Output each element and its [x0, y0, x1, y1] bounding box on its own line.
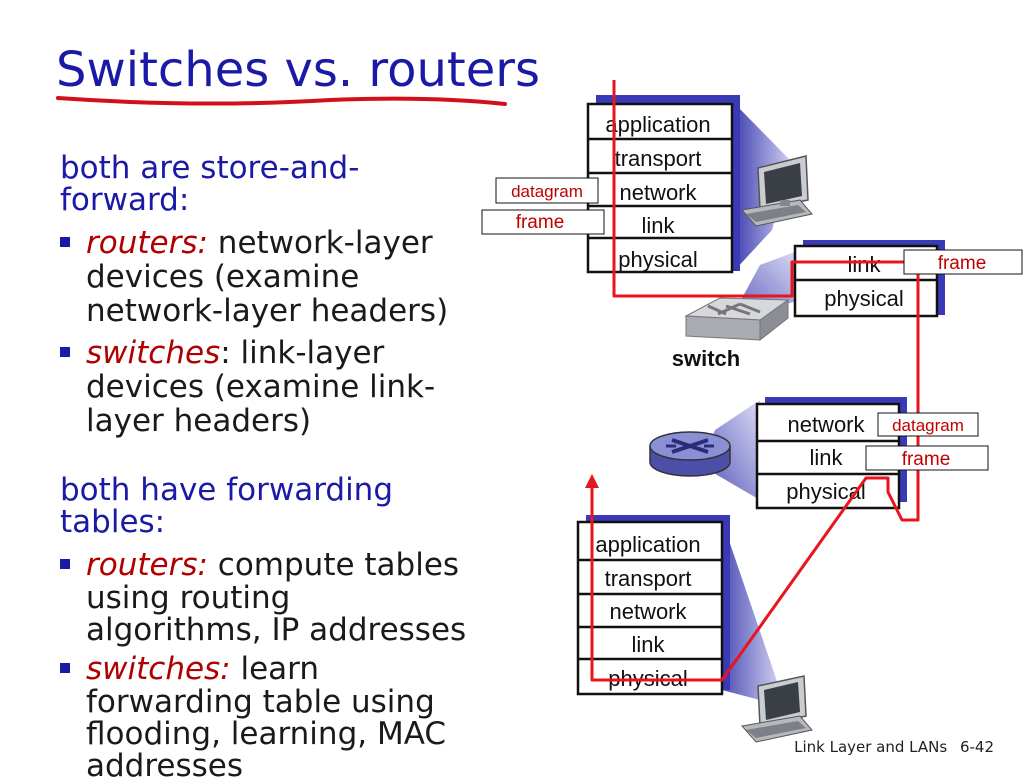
title-underline — [56, 96, 507, 106]
bullet-square-icon — [60, 347, 70, 357]
stack-layer-label: link — [809, 445, 843, 470]
bullet-text: network-layer — [207, 225, 433, 261]
tag-frame-router: frame — [865, 445, 989, 471]
bullet-text: flooding, learning, MAC — [86, 716, 447, 752]
bullet-text: algorithms, IP addresses — [86, 612, 467, 648]
stack-layer-label: network — [619, 180, 697, 205]
bullet-text: layer headers) — [86, 403, 312, 439]
router-icon — [649, 431, 731, 477]
tag-datagram-host: datagram — [495, 177, 599, 204]
stack-layer-label: application — [605, 112, 710, 137]
stack-layer-label: link — [847, 252, 881, 277]
footer-section: Link Layer and LANs — [794, 738, 948, 756]
bullet-routers-compute: routers: compute tables using routing al… — [60, 548, 500, 646]
computer-icon — [741, 675, 813, 743]
stack-layer-label: network — [609, 599, 687, 624]
stack-layer-label: physical — [824, 286, 903, 311]
term-routers: routers: — [86, 225, 208, 261]
tag-text: datagram — [511, 182, 583, 201]
stack-layer-label: transport — [605, 566, 692, 591]
footer-page-number: 6-42 — [959, 738, 994, 756]
bullet-text: link-layer — [230, 335, 385, 371]
bullet-text: forwarding table using — [86, 684, 435, 720]
stack-layer-label: physical — [786, 479, 865, 504]
bullet-square-icon — [60, 663, 70, 673]
bullet-switches-learn: switches: learn forwarding table using f… — [60, 652, 500, 782]
packet-path-line — [590, 80, 920, 682]
switch-icon — [684, 297, 790, 342]
bullet-text: learn — [230, 651, 320, 687]
bullet-text: devices (examine — [86, 259, 360, 295]
tag-frame-host: frame — [481, 209, 605, 235]
tag-text: frame — [938, 253, 987, 274]
bullet-square-icon — [60, 559, 70, 569]
heading-line-1: both are store-and- — [60, 150, 360, 186]
term-switches: switches — [86, 335, 221, 371]
store-forward-section: both are store-and- forward: routers: ne… — [60, 152, 490, 438]
heading-line-2: tables: — [60, 504, 166, 540]
bullet-text: using routing — [86, 580, 291, 616]
stack-layer-label: link — [631, 632, 665, 657]
tag-datagram-router: datagram — [877, 412, 979, 437]
tag-text: frame — [902, 449, 951, 470]
bullet-text: devices (examine link- — [86, 369, 436, 405]
stack-layer-label: transport — [615, 146, 702, 171]
bullet-switches-link: switches: link-layer devices (examine li… — [60, 336, 490, 438]
bullet-colon: : — [220, 335, 231, 371]
stack-layer-label: physical — [618, 247, 697, 272]
slide-footer: Link Layer and LANs 6-42 — [794, 738, 994, 756]
forwarding-tables-section: both have forwarding tables: routers: co… — [60, 474, 500, 782]
bullet-routers-network: routers: network-layer devices (examine … — [60, 226, 490, 328]
term-routers: routers: — [86, 547, 208, 583]
heading-line-2: forward: — [60, 182, 190, 218]
tag-text: frame — [516, 212, 565, 233]
stack-layer-label: link — [641, 213, 675, 238]
tag-text: datagram — [892, 416, 964, 435]
host-top-stack: application transport network link physi… — [586, 95, 740, 274]
host-bottom-beam — [722, 520, 780, 700]
stack-layer-label: network — [787, 412, 865, 437]
term-switches: switches: — [86, 651, 231, 687]
heading-line-1: both have forwarding — [60, 472, 394, 508]
tag-frame-switch: frame — [903, 249, 1023, 275]
network-diagram: application transport network link physi… — [481, 80, 1023, 743]
host-bottom-stack: application transport network link physi… — [576, 515, 730, 696]
bullet-text: network-layer headers) — [86, 293, 449, 329]
heading-forwarding-tables: both have forwarding tables: — [60, 474, 500, 538]
computer-icon — [741, 155, 813, 227]
slide-title: Switches vs. routers — [56, 42, 540, 98]
switch-label: switch — [672, 346, 740, 371]
bullet-text: compute tables — [207, 547, 460, 583]
stack-layer-label: application — [595, 532, 700, 557]
bullet-square-icon — [60, 237, 70, 247]
arrow-head-icon — [585, 474, 599, 488]
heading-store-forward: both are store-and- forward: — [60, 152, 490, 216]
